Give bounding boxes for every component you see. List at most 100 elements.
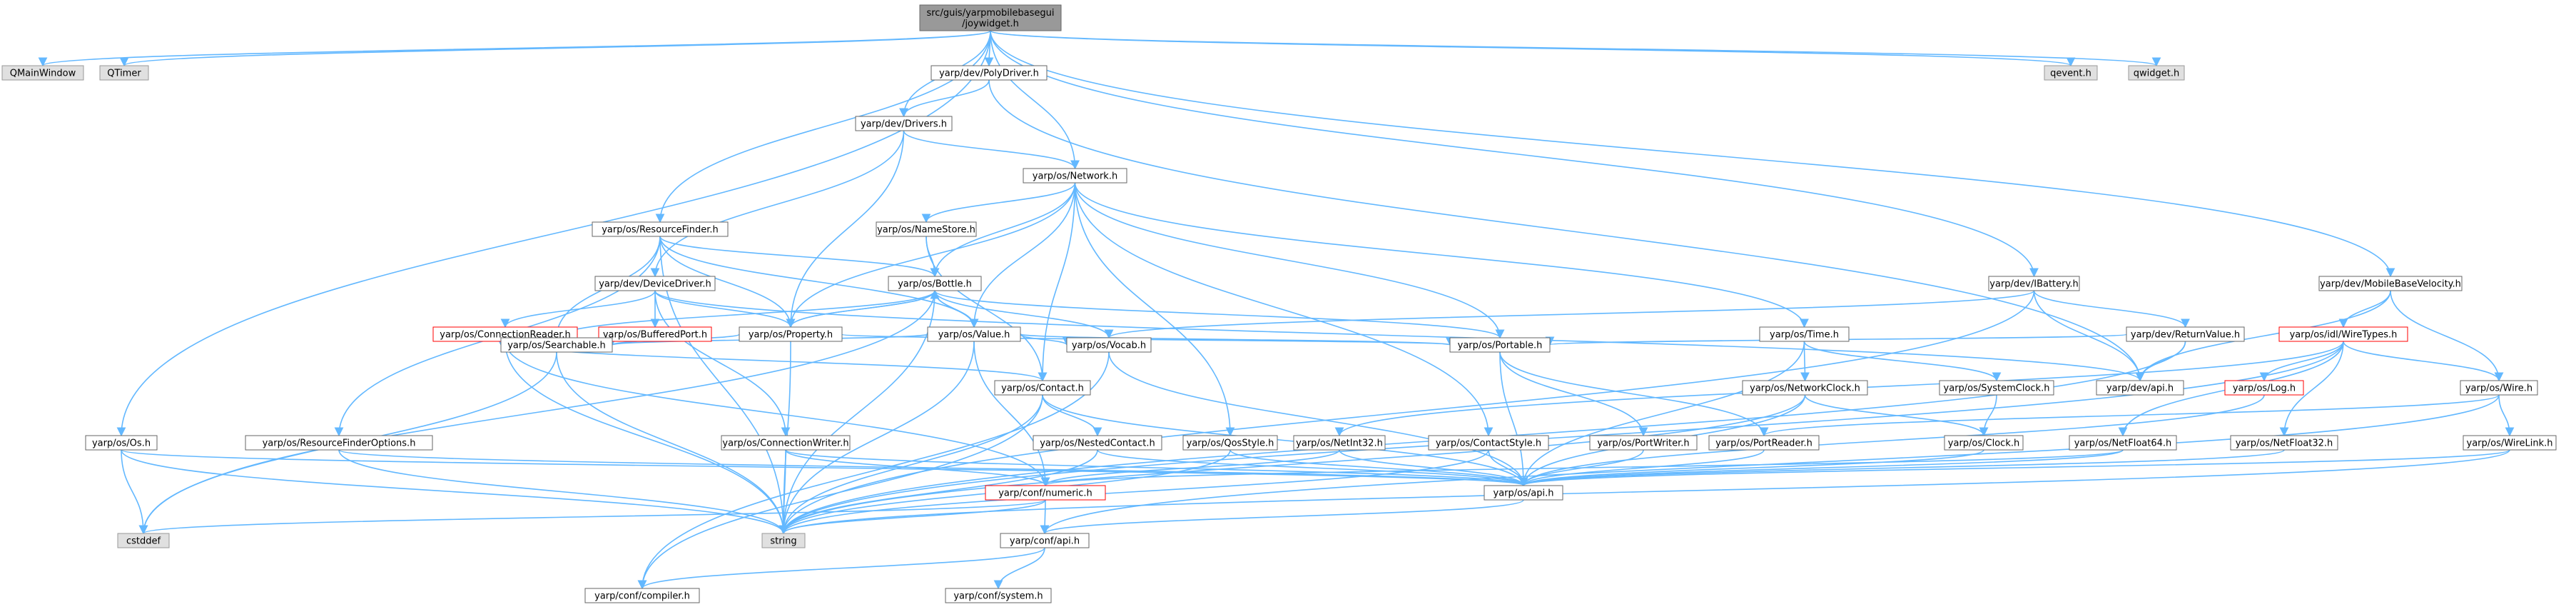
node-portwriter[interactable]: yarp/os/PortWriter.h bbox=[1589, 435, 1698, 451]
dependency-edge-devicedriver-to-devapi bbox=[654, 290, 2145, 382]
node-confnumeric[interactable]: yarp/conf/numeric.h bbox=[985, 485, 1106, 501]
node-qmainwindow[interactable]: QMainWindow bbox=[1, 65, 84, 81]
node-box-osapi bbox=[1484, 485, 1563, 501]
node-returnvalue[interactable]: yarp/dev/ReturnValue.h bbox=[2126, 326, 2245, 342]
dependency-edge-oss-to-osapi bbox=[121, 449, 1528, 487]
node-label-root: /joywidget.h bbox=[962, 19, 1019, 29]
dependency-edge-vocab-to-osapi bbox=[1108, 351, 1528, 487]
node-label-log: yarp/os/Log.h bbox=[2233, 383, 2296, 394]
node-contactstyle[interactable]: yarp/os/ContactStyle.h bbox=[1428, 435, 1549, 451]
node-label-wiretypes: yarp/os/idl/WireTypes.h bbox=[2290, 330, 2398, 341]
node-netfloat32[interactable]: yarp/os/NetFloat32.h bbox=[2230, 435, 2338, 451]
node-box-netfloat64 bbox=[2069, 435, 2177, 451]
node-searchable[interactable]: yarp/os/Searchable.h bbox=[500, 337, 613, 353]
node-string[interactable]: string bbox=[761, 533, 806, 548]
node-confcompiler[interactable]: yarp/conf/compiler.h bbox=[584, 588, 700, 603]
node-label-wire: yarp/os/Wire.h bbox=[2465, 383, 2532, 394]
node-netint32[interactable]: yarp/os/NetInt32.h bbox=[1293, 435, 1386, 451]
dependency-edge-drivers-to-network bbox=[903, 130, 1080, 170]
node-oss[interactable]: yarp/os/Os.h bbox=[85, 435, 158, 451]
dependency-edge-wirelink-to-osapi bbox=[1519, 449, 2510, 487]
dependency-edge-qosstyle-to-osapi bbox=[1229, 449, 1528, 487]
node-box-returnvalue bbox=[2126, 326, 2245, 342]
node-label-connectionwriter: yarp/os/ConnectionWriter.h bbox=[722, 438, 848, 449]
dependency-edge-wiretypes-to-string bbox=[779, 341, 2344, 535]
dependency-edge-mobilebasevelocity-to-wiretypes bbox=[2338, 290, 2391, 328]
dependency-edge-network-to-property bbox=[786, 182, 1076, 328]
node-wire[interactable]: yarp/os/Wire.h bbox=[2460, 380, 2538, 396]
node-value[interactable]: yarp/os/Value.h bbox=[927, 326, 1021, 342]
dependency-edge-netfloat64-to-osapi bbox=[1518, 449, 2124, 487]
node-property[interactable]: yarp/os/Property.h bbox=[739, 326, 843, 342]
node-bottle[interactable]: yarp/os/Bottle.h bbox=[888, 276, 982, 291]
node-cstddef[interactable]: cstddef bbox=[117, 533, 170, 548]
node-root[interactable]: src/guis/yarpmobilebasegui/joywidget.h bbox=[919, 4, 1062, 31]
node-namestore[interactable]: yarp/os/NameStore.h bbox=[876, 221, 977, 237]
node-label-qosstyle: yarp/os/QosStyle.h bbox=[1187, 438, 1274, 449]
node-box-ibattery bbox=[1988, 276, 2080, 291]
dependency-edge-devicedriver-to-connectionwriter bbox=[654, 290, 791, 437]
node-netfloat64[interactable]: yarp/os/NetFloat64.h bbox=[2069, 435, 2177, 451]
node-portreader[interactable]: yarp/os/PortReader.h bbox=[1708, 435, 1820, 451]
node-connectionwriter[interactable]: yarp/os/ConnectionWriter.h bbox=[721, 435, 851, 451]
node-vocab[interactable]: yarp/os/Vocab.h bbox=[1066, 337, 1152, 353]
dependency-edge-wire-to-portreader bbox=[1760, 394, 2500, 437]
node-box-wire bbox=[2460, 380, 2538, 396]
node-wirelink[interactable]: yarp/os/WireLink.h bbox=[2463, 435, 2557, 451]
node-box-contact bbox=[994, 380, 1091, 396]
node-time[interactable]: yarp/os/Time.h bbox=[1759, 326, 1850, 342]
node-box-portable bbox=[1449, 337, 1551, 353]
node-networkclock[interactable]: yarp/os/NetworkClock.h bbox=[1742, 380, 1868, 396]
node-box-devapi bbox=[2096, 380, 2184, 396]
node-label-nestedcontact: yarp/os/NestedContact.h bbox=[1040, 438, 1155, 449]
node-nestedcontact[interactable]: yarp/os/NestedContact.h bbox=[1033, 435, 1162, 451]
node-qtimer[interactable]: QTimer bbox=[99, 65, 149, 81]
node-ibattery[interactable]: yarp/dev/IBattery.h bbox=[1988, 276, 2080, 291]
node-devapi[interactable]: yarp/dev/api.h bbox=[2096, 380, 2184, 396]
node-label-namestore: yarp/os/NameStore.h bbox=[877, 225, 975, 236]
node-label-wirelink: yarp/os/WireLink.h bbox=[2467, 438, 2553, 449]
node-bufferedport[interactable]: yarp/os/BufferedPort.h bbox=[598, 326, 712, 342]
node-box-netfloat32 bbox=[2230, 435, 2338, 451]
node-network[interactable]: yarp/os/Network.h bbox=[1023, 168, 1127, 184]
node-box-oss bbox=[85, 435, 158, 451]
dependency-edge-value-to-bottle bbox=[930, 289, 975, 328]
node-osapi[interactable]: yarp/os/api.h bbox=[1484, 485, 1563, 501]
node-confapi[interactable]: yarp/conf/api.h bbox=[1000, 533, 1090, 548]
dependency-edge-connectionreader-to-string bbox=[504, 341, 788, 535]
node-box-resourcefinder bbox=[592, 221, 729, 237]
node-log[interactable]: yarp/os/Log.h bbox=[2224, 380, 2304, 396]
dependency-edge-network-to-value bbox=[969, 182, 1076, 328]
node-systemclock[interactable]: yarp/os/SystemClock.h bbox=[1939, 380, 2054, 396]
dependency-edge-searchable-to-string bbox=[556, 351, 788, 535]
node-qevent[interactable]: qevent.h bbox=[2044, 65, 2098, 81]
node-confsystem[interactable]: yarp/conf/system.h bbox=[945, 588, 1052, 603]
node-drivers[interactable]: yarp/dev/Drivers.h bbox=[855, 116, 953, 131]
node-resourcefinder[interactable]: yarp/os/ResourceFinder.h bbox=[592, 221, 729, 237]
dependency-edge-mobilebasevelocity-to-wire bbox=[2390, 290, 2504, 382]
node-label-searchable: yarp/os/Searchable.h bbox=[507, 341, 606, 351]
node-portable[interactable]: yarp/os/Portable.h bbox=[1449, 337, 1551, 353]
node-resourcefinderoptions[interactable]: yarp/os/ResourceFinderOptions.h bbox=[245, 435, 433, 451]
dependency-edge-networkclock-to-clock bbox=[1804, 394, 1989, 437]
dependency-edge-contact-to-string bbox=[779, 394, 1043, 535]
dependency-edge-systemclock-to-clock bbox=[1979, 394, 1997, 437]
dependency-edge-polydriver-to-drivers bbox=[899, 79, 990, 118]
dependency-edge-bottle-to-vocab bbox=[934, 290, 1114, 339]
node-box-qtimer bbox=[99, 65, 149, 81]
node-contact[interactable]: yarp/os/Contact.h bbox=[994, 380, 1091, 396]
dependency-edge-wiretypes-to-netfloat32 bbox=[2279, 341, 2344, 437]
node-qosstyle[interactable]: yarp/os/QosStyle.h bbox=[1182, 435, 1278, 451]
dependency-edge-clock-to-osapi bbox=[1518, 449, 1984, 487]
node-polydriver[interactable]: yarp/dev/PolyDriver.h bbox=[930, 65, 1048, 81]
node-wiretypes[interactable]: yarp/os/idl/WireTypes.h bbox=[2278, 326, 2408, 342]
dependency-edge-portreader-to-osapi bbox=[1518, 449, 1765, 487]
node-clock[interactable]: yarp/os/Clock.h bbox=[1944, 435, 2024, 451]
node-qwidget[interactable]: qwidget.h bbox=[2128, 65, 2185, 81]
node-devicedriver[interactable]: yarp/dev/DeviceDriver.h bbox=[594, 276, 716, 291]
dependency-edge-oss-to-cstddef bbox=[121, 449, 148, 535]
node-box-systemclock bbox=[1939, 380, 2054, 396]
dependency-edge-netfloat64-to-confnumeric bbox=[1041, 449, 2124, 487]
node-mobilebasevelocity[interactable]: yarp/dev/MobileBaseVelocity.h bbox=[2318, 276, 2463, 291]
